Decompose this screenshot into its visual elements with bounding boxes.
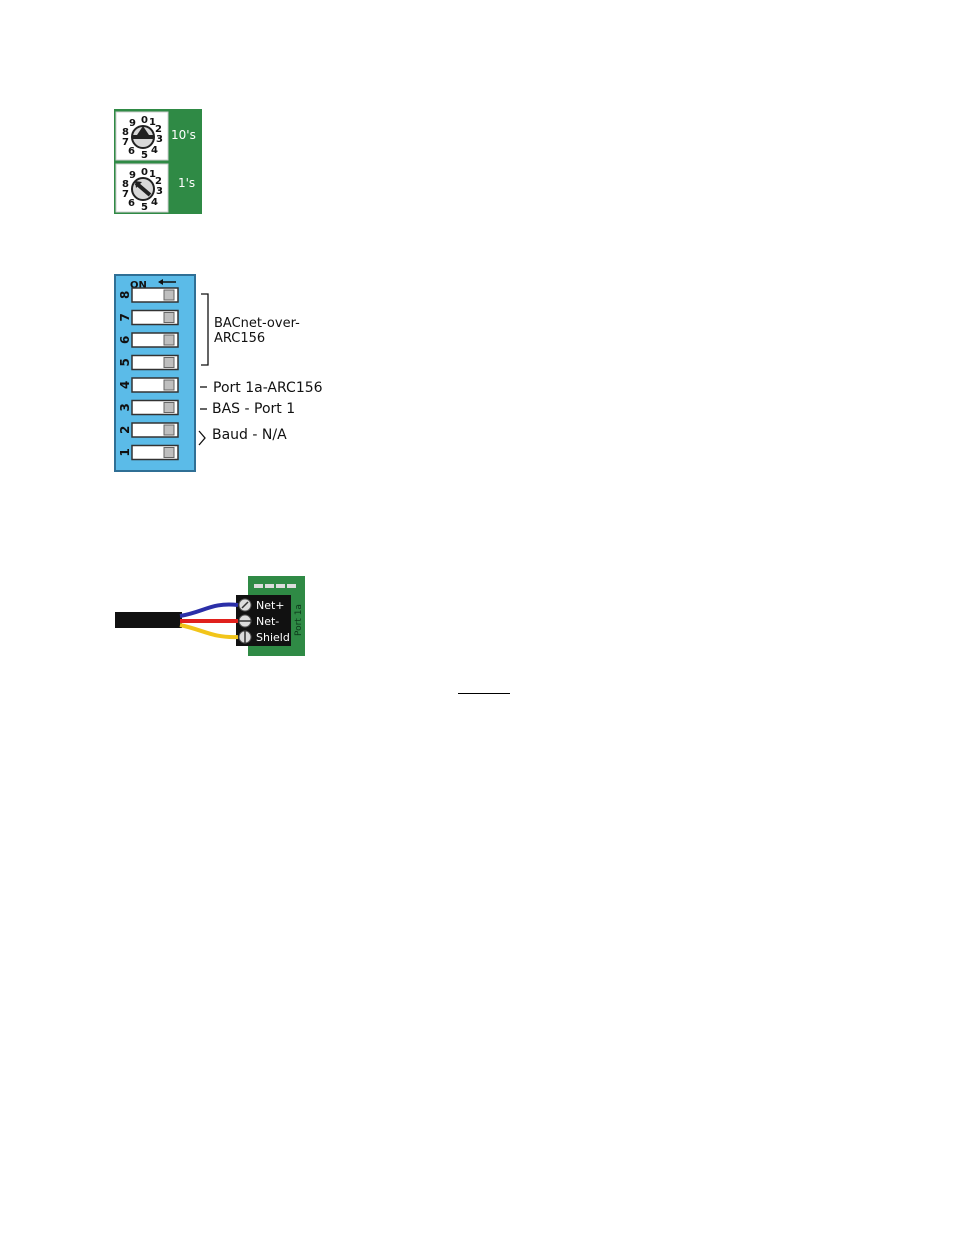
dip-switch-number: 2 [118, 426, 132, 434]
dip-switch-number: 5 [118, 358, 132, 366]
screw-net-plus-icon[interactable] [239, 599, 251, 611]
dial-digit: 8 [122, 127, 129, 138]
rotary-switch-panel: 0 1 2 3 4 5 6 7 8 9 10's 0 1 2 3 4 5 6 7… [114, 109, 204, 215]
dial-digit: 6 [128, 146, 135, 157]
label-shield: Shield [256, 631, 290, 644]
label-bacnet-line1: BACnet-over- [214, 316, 300, 331]
dip-switch-7[interactable] [132, 311, 178, 325]
dip-switch-number: 7 [118, 313, 132, 321]
dip-switch-5[interactable] [132, 356, 178, 370]
dip-switch-body [115, 275, 195, 471]
dial-digit: 7 [122, 137, 129, 148]
dip-switch-number: 8 [118, 291, 132, 299]
dial-digit: 3 [156, 186, 163, 197]
dial-digit: 5 [141, 202, 148, 213]
dip-switch-number: 3 [118, 403, 132, 411]
wire-yellow [180, 625, 238, 637]
label-baud: Baud - N/A [212, 427, 287, 443]
dial-digit: 0 [141, 115, 148, 126]
underline-fragment [458, 693, 510, 694]
dial-digit: 8 [122, 179, 129, 190]
label-bacnet-line2: ARC156 [214, 331, 265, 346]
label-port: Port 1a-ARC156 [213, 380, 323, 396]
screw-shield-icon[interactable] [239, 631, 251, 643]
dial-digit: 4 [151, 197, 158, 208]
dip-switch-number: 1 [118, 448, 132, 456]
dip-switch-6[interactable] [132, 333, 178, 347]
dial-digit: 7 [122, 189, 129, 200]
bracket-bacnet [201, 294, 208, 365]
tens-label: 10's [171, 128, 196, 142]
dial-digit: 9 [129, 170, 136, 181]
dial-digit: 9 [129, 118, 136, 129]
dip-switch-number: 4 [118, 381, 132, 389]
dial-digit: 4 [151, 145, 158, 156]
dip-switch-8[interactable] [132, 288, 178, 302]
wiring-diagram: Net+ Net- Shield Port 1a [114, 574, 308, 658]
dip-switch-2[interactable] [132, 423, 178, 437]
chevron-baud-icon [199, 431, 205, 445]
dip-switch-1[interactable] [132, 446, 178, 460]
ones-label: 1's [178, 176, 195, 190]
dip-switch-4[interactable] [132, 378, 178, 392]
dial-digit: 6 [128, 198, 135, 209]
label-net-plus: Net+ [256, 599, 285, 612]
dial-digit: 0 [141, 167, 148, 178]
dial-digit: 5 [141, 150, 148, 161]
dial-digit: 3 [156, 134, 163, 145]
label-port-1a: Port 1a [294, 604, 304, 636]
rotary-dial-tens[interactable]: 0 1 2 3 4 5 6 7 8 9 [116, 112, 168, 161]
dip-switch-3[interactable] [132, 401, 178, 415]
wire-blue [180, 604, 238, 616]
screw-net-minus-icon[interactable] [239, 615, 251, 627]
wire-cable [115, 604, 238, 637]
label-net-minus: Net- [256, 615, 279, 628]
dip-switch-number: 6 [118, 336, 132, 344]
rotary-dial-ones[interactable]: 0 1 2 3 4 5 6 7 8 9 [116, 164, 168, 213]
label-bas: BAS - Port 1 [212, 401, 295, 417]
